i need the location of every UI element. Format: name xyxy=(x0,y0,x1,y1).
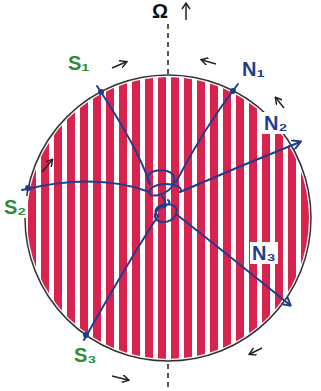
pole-label: N₁ xyxy=(240,58,267,80)
pole-label: S₂ xyxy=(2,196,28,218)
field-lines xyxy=(22,84,300,340)
striped-disc xyxy=(20,70,320,370)
pole-label: S₁ xyxy=(66,52,92,74)
pole-label: S₃ xyxy=(72,344,99,366)
rotation-arrows xyxy=(42,60,284,380)
axis-symbol: Ω xyxy=(150,0,170,22)
pole-label: N₃ xyxy=(250,242,278,264)
pole-label: N₂ xyxy=(262,112,289,134)
rotation-axis xyxy=(168,3,190,388)
pole-dots xyxy=(25,88,236,338)
